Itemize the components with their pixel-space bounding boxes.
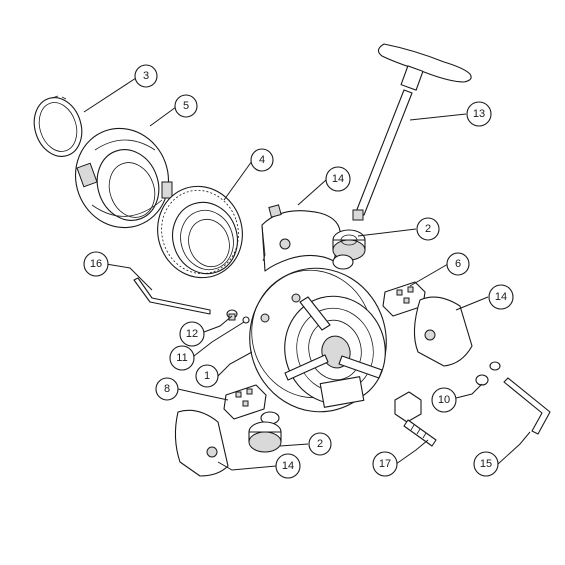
callout-14-right: 14 (488, 284, 514, 310)
callout-1-label: 1 (204, 370, 210, 382)
callout-12-label: 12 (186, 328, 198, 340)
part-pinion-lower (248, 411, 282, 453)
callout-14-lower-label: 14 (282, 460, 294, 472)
callout-2-upper: 2 (416, 217, 440, 241)
callout-14-upper: 14 (325, 166, 351, 192)
callout-11: 11 (169, 345, 195, 371)
part-hex-key-small (133, 277, 211, 315)
callout-15-label: 15 (480, 458, 492, 470)
part-chuck-key (352, 43, 472, 221)
callout-14-lower: 14 (275, 453, 301, 479)
part-chuck-body (249, 267, 387, 413)
callout-4: 4 (250, 148, 274, 172)
callout-6-label: 6 (455, 258, 461, 270)
callout-2-upper-label: 2 (425, 223, 431, 235)
callout-11-label: 11 (176, 352, 187, 364)
callout-3-label: 3 (143, 70, 149, 82)
leader-lines (83, 77, 531, 471)
callout-3: 3 (134, 64, 158, 88)
part-hex-key-large (503, 377, 551, 435)
callout-5-label: 5 (183, 100, 189, 112)
callout-15: 15 (473, 451, 499, 477)
callout-10-label: 10 (438, 394, 450, 406)
part-soft-jaw-upper (261, 204, 341, 272)
callout-16-label: 16 (90, 258, 102, 270)
part-small-screw (226, 309, 238, 321)
callout-2-lower-label: 2 (317, 438, 323, 450)
part-retaining-ring (33, 95, 83, 157)
part-small-ball (242, 316, 250, 324)
callout-1: 1 (195, 364, 219, 388)
part-jaw-block-right (382, 281, 426, 317)
part-small-nut (475, 361, 501, 386)
callout-14-right-label: 14 (495, 291, 507, 303)
callout-12: 12 (179, 321, 205, 347)
callout-2-lower: 2 (308, 432, 332, 456)
callout-13-label: 13 (473, 108, 485, 120)
part-scroll-gear (157, 185, 243, 279)
part-back-plate (74, 127, 173, 229)
callout-13: 13 (466, 101, 492, 127)
callout-10: 10 (431, 387, 457, 413)
callout-4-label: 4 (259, 154, 265, 166)
callout-6: 6 (446, 252, 470, 276)
callout-17: 17 (372, 451, 398, 477)
callout-17-label: 17 (379, 458, 391, 470)
part-soft-jaw-lower (174, 409, 229, 477)
callout-8-label: 8 (164, 383, 170, 395)
part-hex-bolt (394, 391, 437, 447)
callout-5: 5 (174, 94, 198, 118)
callout-8: 8 (155, 377, 179, 401)
part-jaw-block-left (223, 384, 267, 420)
callout-14-upper-label: 14 (332, 173, 344, 185)
part-soft-jaw-right (413, 296, 473, 367)
callout-16: 16 (83, 251, 109, 277)
part-pinion-upper (332, 229, 366, 270)
